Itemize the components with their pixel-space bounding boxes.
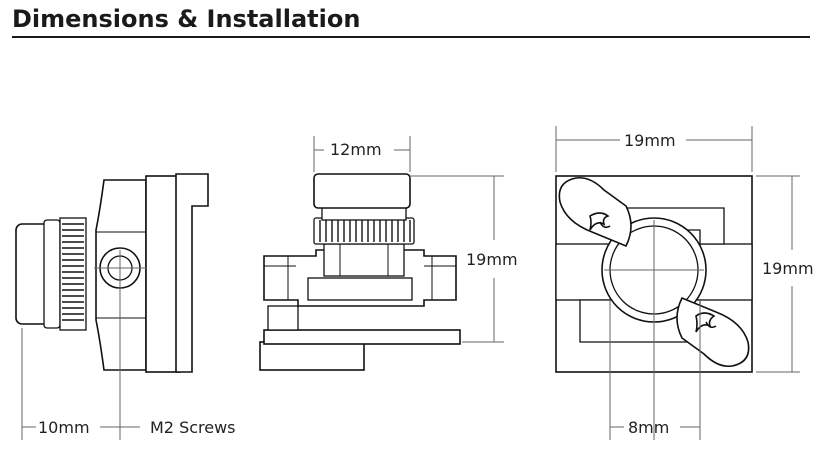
- front-base-block: [267, 305, 299, 331]
- front-view: [259, 136, 504, 371]
- front-lens-dimension: 12mm: [330, 140, 382, 159]
- flame-logo-icon: [589, 212, 611, 231]
- side-view: [15, 173, 209, 440]
- side-knurl-lines: [62, 223, 84, 321]
- side-bracket: [145, 175, 181, 373]
- top-hole-spacing-dimension: 8mm: [628, 418, 669, 437]
- side-bracket-tab: [175, 173, 209, 373]
- front-lens-barrel: [313, 173, 411, 209]
- front-mount-plate: [259, 341, 365, 371]
- side-screws-label: M2 Screws: [150, 418, 236, 437]
- top-ear-upper: [558, 176, 632, 248]
- page-title: Dimensions & Installation: [12, 4, 810, 38]
- front-height-dimension: 19mm: [466, 250, 518, 269]
- front-lens-knurl: [313, 217, 415, 245]
- flame-logo-icon-2: [695, 312, 717, 333]
- top-view: [555, 126, 800, 440]
- front-lens-neck: [323, 243, 405, 277]
- front-knurl-lines: [319, 220, 411, 242]
- side-lens-ring: [43, 219, 61, 329]
- top-width-dimension: 19mm: [624, 131, 676, 150]
- side-lens-knurl: [59, 217, 87, 331]
- top-ear-lower: [676, 296, 750, 368]
- side-lens-dimension: 10mm: [38, 418, 90, 437]
- top-height-dimension: 19mm: [762, 259, 814, 278]
- front-base-plate: [263, 329, 461, 345]
- front-inner-block: [307, 277, 413, 301]
